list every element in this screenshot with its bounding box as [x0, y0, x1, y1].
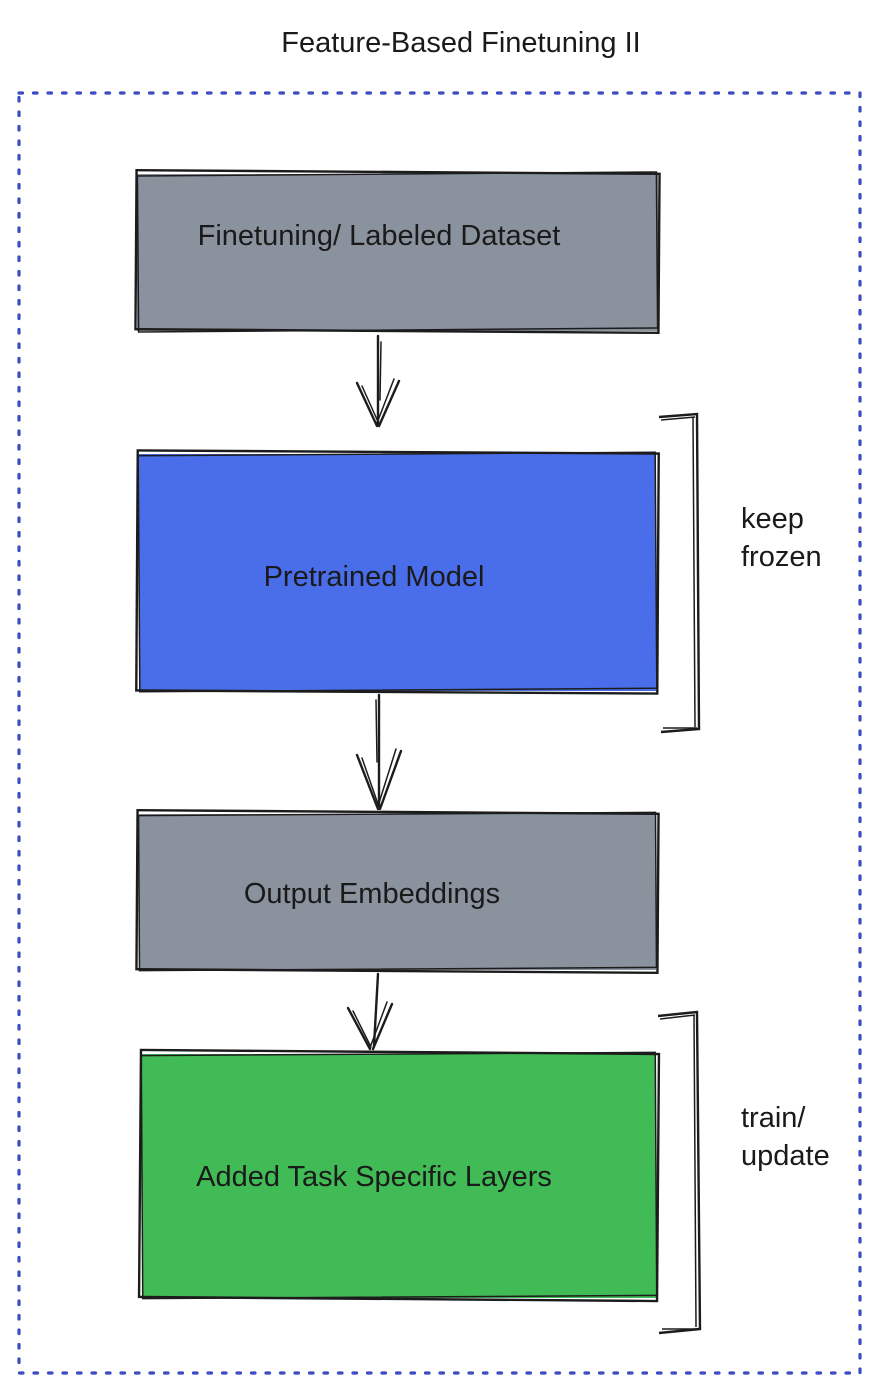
node-added-task-layers: Added Task Specific Layers [137, 1048, 661, 1303]
node-output-embeddings-label: Output Embeddings [244, 878, 500, 910]
node-finetuning-dataset-outline [134, 168, 661, 335]
edge-arrow-dataset-to-pretrained [355, 334, 401, 428]
edge-arrow-embeddings-to-layers [346, 972, 394, 1051]
annotation-keep-frozen-line1: keep [741, 503, 804, 535]
node-finetuning-dataset: Finetuning/ Labeled Dataset [134, 168, 661, 335]
dotted-frame [17, 91, 862, 1375]
node-finetuning-dataset-outline-echo [136, 171, 659, 333]
node-added-task-layers-outline [137, 1048, 661, 1303]
page-title: Feature-Based Finetuning II [281, 27, 640, 59]
node-added-task-layers-outline-echo [140, 1051, 658, 1300]
node-added-task-layers-fill [142, 1054, 656, 1298]
node-output-embeddings: Output Embeddings [135, 808, 660, 975]
node-pretrained-model-outline-echo [137, 451, 658, 693]
annotation-keep-frozen-line2: frozen [741, 541, 822, 573]
annotation-train-update-line2: update [741, 1140, 830, 1172]
node-output-embeddings-outline [135, 808, 660, 975]
edge-arrow-pretrained-to-embeddings [355, 693, 403, 811]
node-pretrained-model: Pretrained Model [135, 449, 660, 695]
node-added-task-layers-label: Added Task Specific Layers [196, 1161, 552, 1193]
node-output-embeddings-outline-echo [137, 811, 658, 972]
annotation-train-update-line1: train/ [741, 1102, 806, 1134]
node-finetuning-dataset-fill [137, 174, 658, 331]
node-output-embeddings-fill [139, 814, 656, 970]
node-finetuning-dataset-label: Finetuning/ Labeled Dataset [198, 220, 561, 252]
bracket-train-update: train/ update [657, 1010, 830, 1335]
node-pretrained-model-outline [135, 449, 660, 695]
node-pretrained-model-fill [139, 454, 656, 691]
node-pretrained-model-label: Pretrained Model [264, 561, 485, 593]
bracket-keep-frozen: keep frozen [658, 412, 822, 734]
